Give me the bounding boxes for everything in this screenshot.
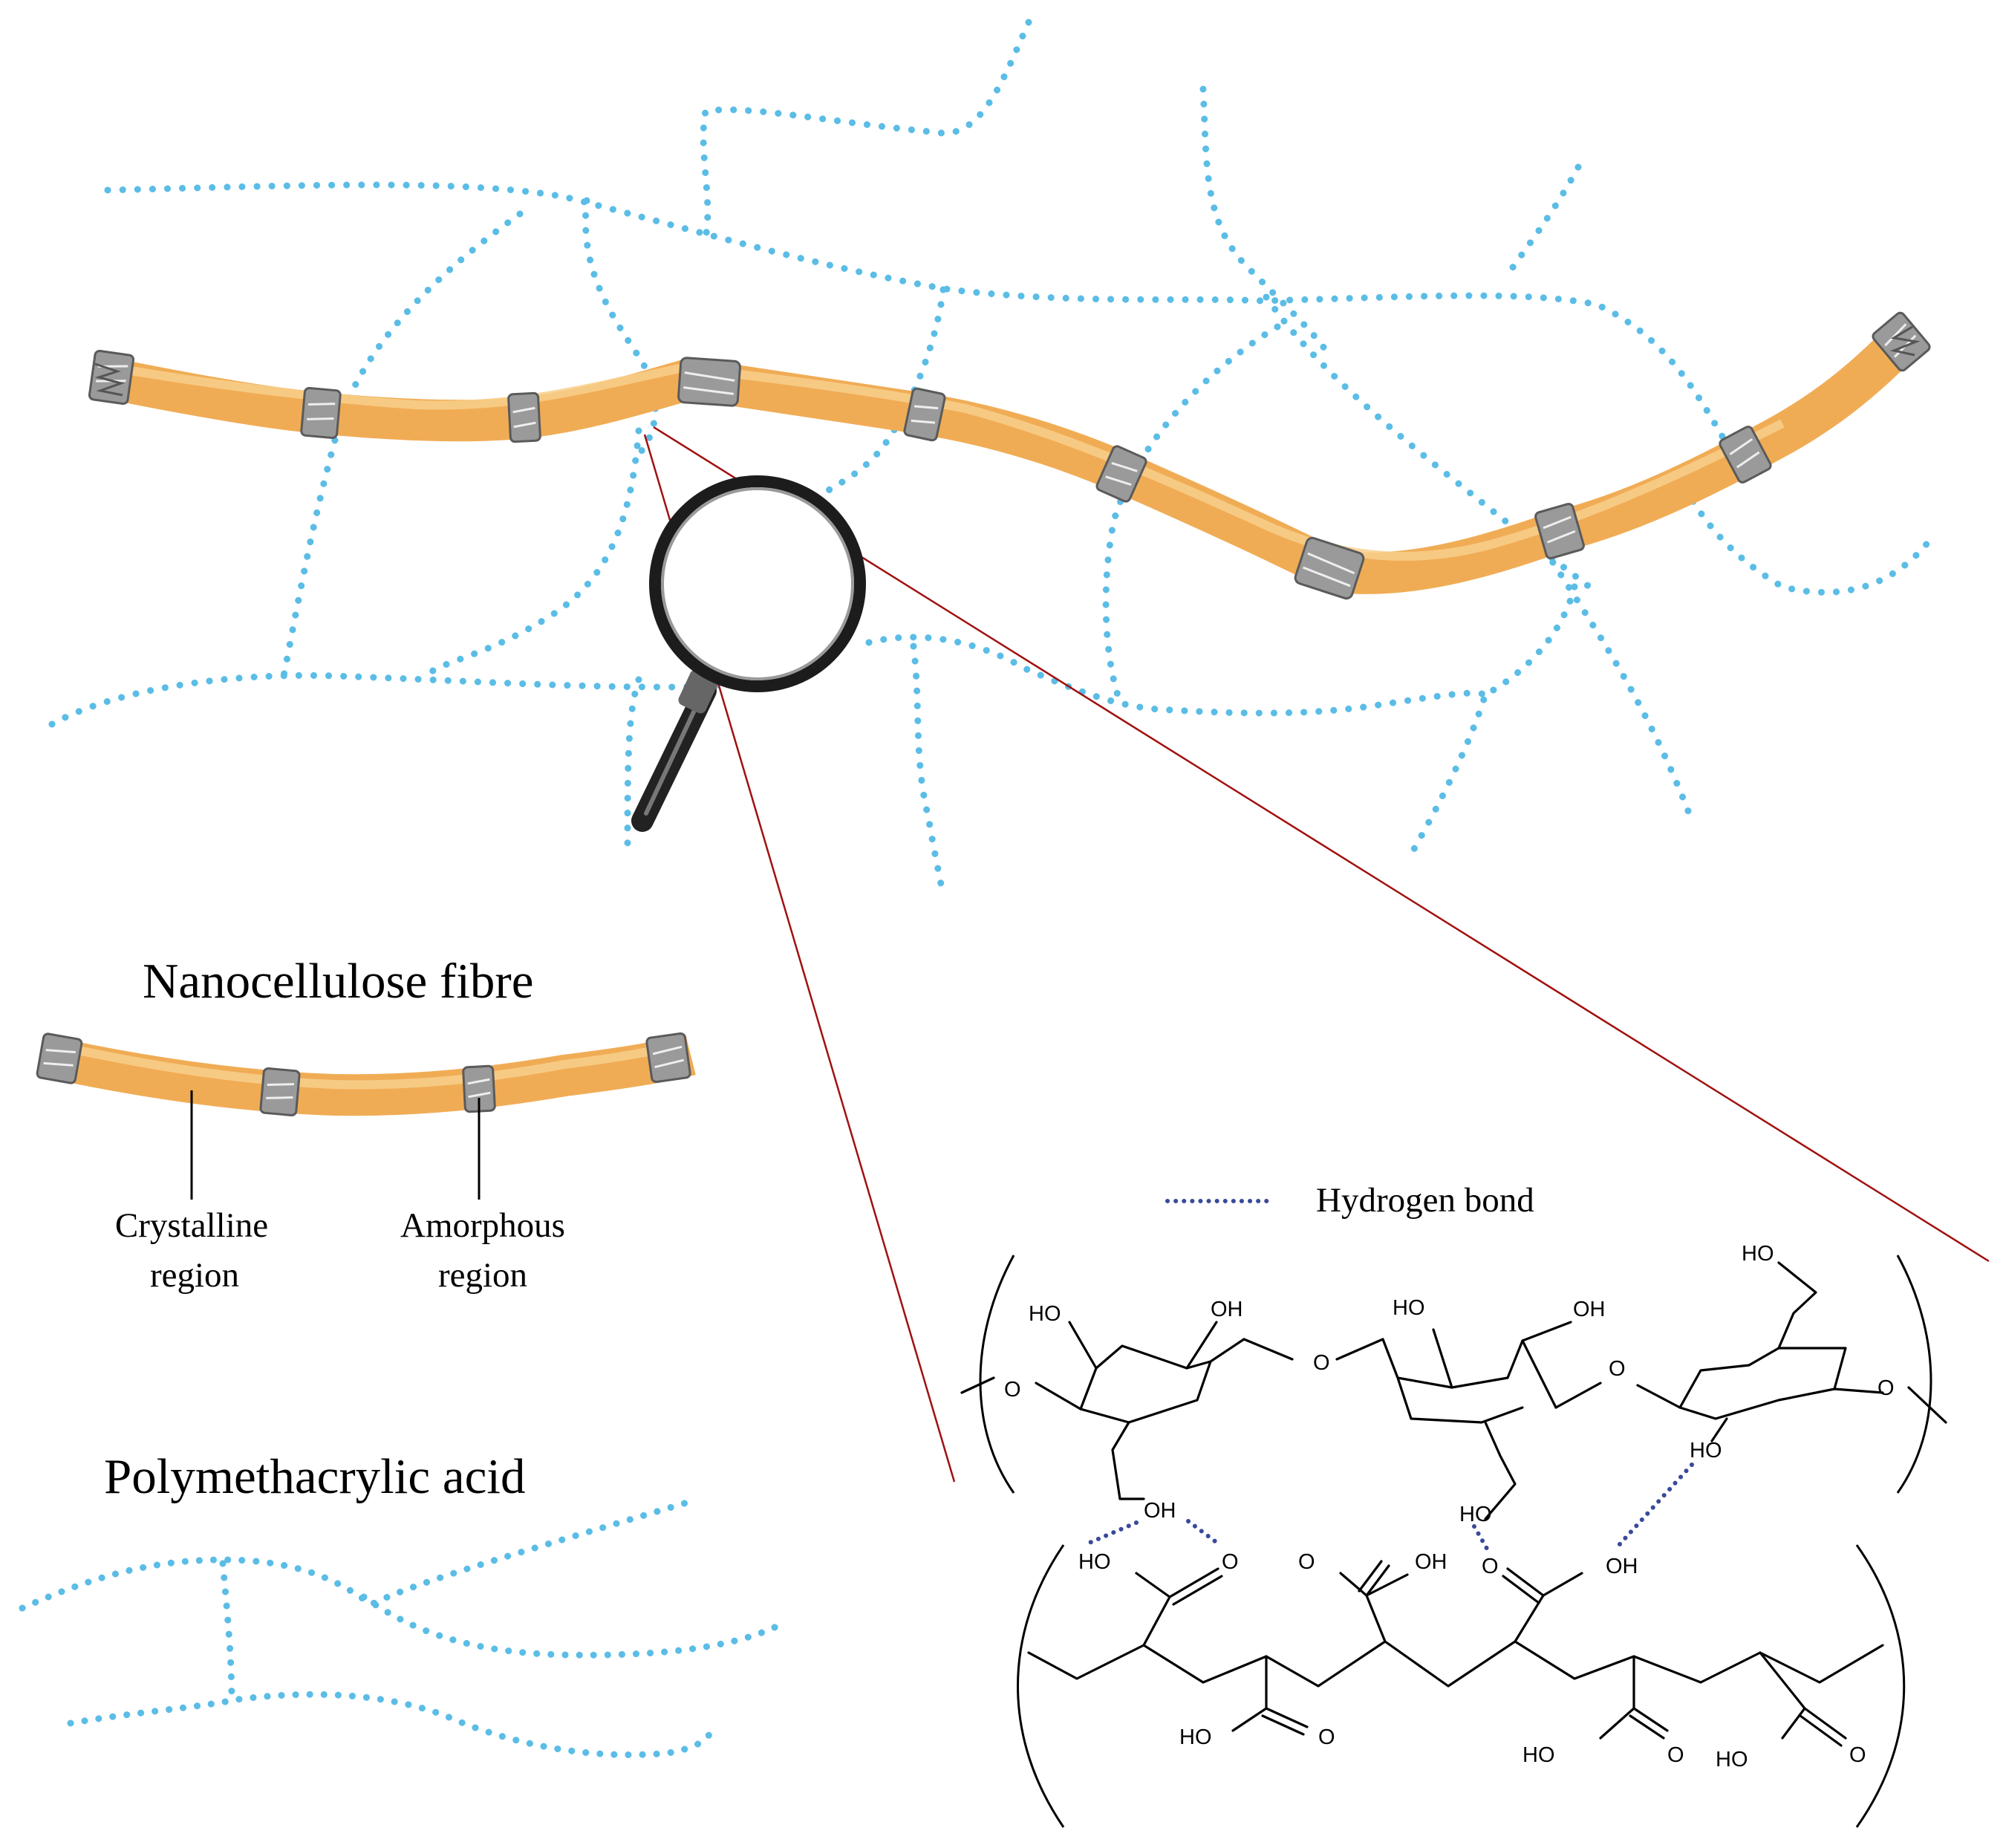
atom-o-pma-2: O xyxy=(1298,1550,1315,1574)
atom-o-right-end: O xyxy=(1877,1376,1895,1400)
atom-o-pma-4: O xyxy=(1318,1725,1335,1749)
fibre-end-scribble-left xyxy=(94,362,126,397)
hbond-1 xyxy=(1082,1520,1139,1547)
network-chain-9 xyxy=(865,634,1489,717)
pma-chain-1 xyxy=(19,1497,698,1612)
network-chain-3 xyxy=(279,210,524,687)
cellulose-ring-3 xyxy=(1678,1347,1884,1420)
network-chain-2 xyxy=(700,19,1032,241)
pma-backbone xyxy=(1027,1640,1884,1688)
atom-ho-ring1: HO xyxy=(1029,1302,1061,1326)
crystalline-label-line2: region xyxy=(150,1256,239,1295)
hbond-2 xyxy=(1186,1519,1220,1546)
small-fibre-highlight xyxy=(73,1041,677,1090)
cellulose-bracket-right xyxy=(1896,1255,1932,1494)
small-nanocellulose-fibre xyxy=(36,1032,696,1116)
amorphous-label-line2: region xyxy=(438,1256,527,1295)
network-chain-11 xyxy=(1199,85,1333,360)
main-nanocellulose-fibre xyxy=(88,311,1931,600)
atom-ho-pma-4: HO xyxy=(1179,1725,1212,1749)
cellulose-bracket-left xyxy=(979,1255,1015,1494)
atom-o-pma-1: O xyxy=(1222,1550,1239,1574)
network-chain-17 xyxy=(1541,546,1697,828)
network-chain-4 xyxy=(582,197,659,464)
legend-hydrogen-bond-label: Hydrogen bond xyxy=(1316,1181,1534,1220)
pma-branch xyxy=(219,1560,235,1703)
hydrogen-bonds xyxy=(1082,1463,1694,1555)
cellulose-structure: O HO OH O HO OH O HO O HO OH HO xyxy=(960,1242,1947,1526)
atom-o-link-2: O xyxy=(1609,1357,1626,1381)
network-chain-10 xyxy=(910,642,945,895)
cellulose-ring-2 xyxy=(1381,1338,1557,1424)
crystalline-label-line1: Crystalline xyxy=(115,1206,268,1245)
hbond-4 xyxy=(1617,1463,1694,1547)
polymethacrylic-acid-chains xyxy=(19,1497,787,1759)
atom-ho-pma-5: HO xyxy=(1522,1743,1555,1767)
atom-o-pma-3: O xyxy=(1482,1555,1499,1578)
network-chain-14 xyxy=(1504,163,1582,279)
atom-ho-ring2-ch2: HO xyxy=(1459,1503,1492,1526)
main-fibre-highlight xyxy=(125,362,1785,561)
polymer-network xyxy=(48,19,1935,895)
magnifying-glass-icon xyxy=(631,475,866,832)
atom-o-pma-5: O xyxy=(1667,1743,1684,1767)
atom-ho-ring2: HO xyxy=(1393,1296,1425,1320)
atom-ho-ring3-bottom: HO xyxy=(1690,1439,1722,1463)
atom-o-pma-6: O xyxy=(1849,1743,1866,1767)
atom-ho-pma-1: HO xyxy=(1078,1550,1111,1574)
network-chain-16 xyxy=(1407,583,1578,858)
atom-oh-pma-3: OH xyxy=(1606,1555,1638,1578)
main-fibre-amorphous-bands xyxy=(88,311,1931,600)
polymethacrylic-acid-title: Polymethacrylic acid xyxy=(104,1449,525,1504)
amorphous-label-line1: Amorphous xyxy=(400,1206,565,1245)
pma-chain-3 xyxy=(67,1691,713,1759)
zoom-line-1 xyxy=(653,426,1990,1263)
atom-oh-ring1: OH xyxy=(1211,1298,1243,1321)
atom-ho-pma-6: HO xyxy=(1716,1748,1748,1771)
network-chain-7 xyxy=(624,676,642,850)
small-fibre-body xyxy=(51,1034,696,1116)
nanocellulose-fibre-title: Nanocellulose fibre xyxy=(143,954,533,1009)
atom-o-link-1: O xyxy=(1313,1351,1330,1375)
atom-ho-ring3-top: HO xyxy=(1742,1242,1774,1266)
pma-chain-2 xyxy=(360,1593,787,1659)
network-chain-6 xyxy=(427,427,642,676)
atom-o-left-end: O xyxy=(1004,1378,1021,1402)
pma-bracket-right xyxy=(1855,1544,1906,1828)
atom-oh-pma-2: OH xyxy=(1415,1550,1447,1574)
atom-oh-ring1-ch2: OH xyxy=(1144,1499,1176,1523)
polymethacrylic-acid-structure: HO O O OH O OH HO O HO O HO O xyxy=(1017,1544,1906,1828)
main-fibre-body xyxy=(107,327,1916,594)
fibre-end-scribble-right xyxy=(1889,325,1921,357)
cellulose-ring-1 xyxy=(1079,1338,1245,1424)
network-chain-5 xyxy=(48,665,791,728)
atom-oh-ring2: OH xyxy=(1573,1298,1606,1321)
network-chain-15 xyxy=(1675,472,1935,596)
network-chain-8 xyxy=(813,286,947,501)
pma-bracket-left xyxy=(1017,1544,1065,1828)
network-chain-1 xyxy=(104,181,1749,479)
hbond-3 xyxy=(1472,1524,1491,1555)
